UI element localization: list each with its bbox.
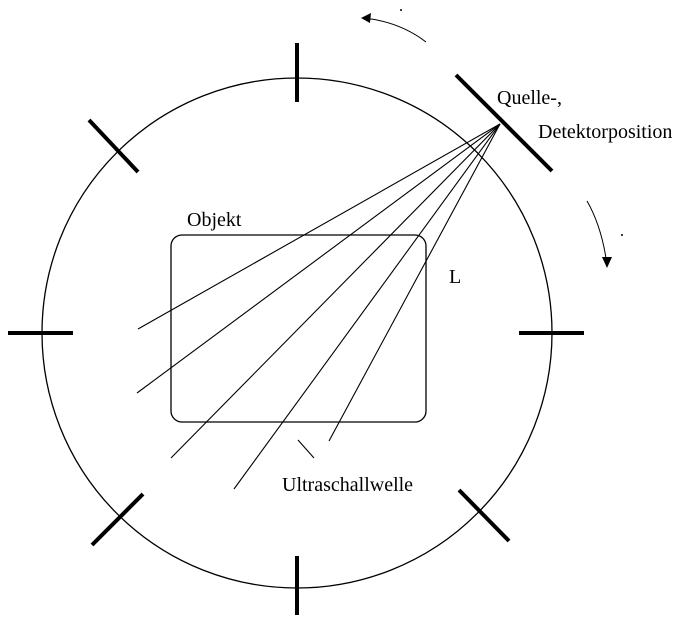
arrowhead-right xyxy=(602,257,612,268)
ultrasound-rays xyxy=(136,123,501,490)
ray xyxy=(233,123,501,490)
rotation-arrow-right xyxy=(586,200,608,266)
ray xyxy=(328,123,501,442)
ray xyxy=(137,123,501,330)
wave-label: Ultraschallwelle xyxy=(282,474,413,496)
dot-mark xyxy=(400,9,402,11)
detector-marks xyxy=(8,43,584,615)
ray-short-mark xyxy=(297,439,315,459)
object-label: Objekt xyxy=(187,209,242,231)
object-rectangle xyxy=(170,234,427,423)
detector-label: Detektorposition xyxy=(538,121,672,143)
measurement-circle xyxy=(41,77,553,589)
arrowhead-top xyxy=(361,13,371,23)
dot-mark xyxy=(621,234,623,236)
rotation-arrow-top xyxy=(363,17,427,43)
detector-mark-bottom-left xyxy=(90,492,145,547)
detector-mark-top-left xyxy=(87,118,140,174)
ray xyxy=(170,123,501,459)
detector-mark-source-position xyxy=(454,73,554,173)
ray xyxy=(136,123,501,394)
length-label: L xyxy=(449,266,461,288)
detector-mark-bottom-right xyxy=(457,488,511,543)
source-label: Quelle-, xyxy=(497,87,562,109)
